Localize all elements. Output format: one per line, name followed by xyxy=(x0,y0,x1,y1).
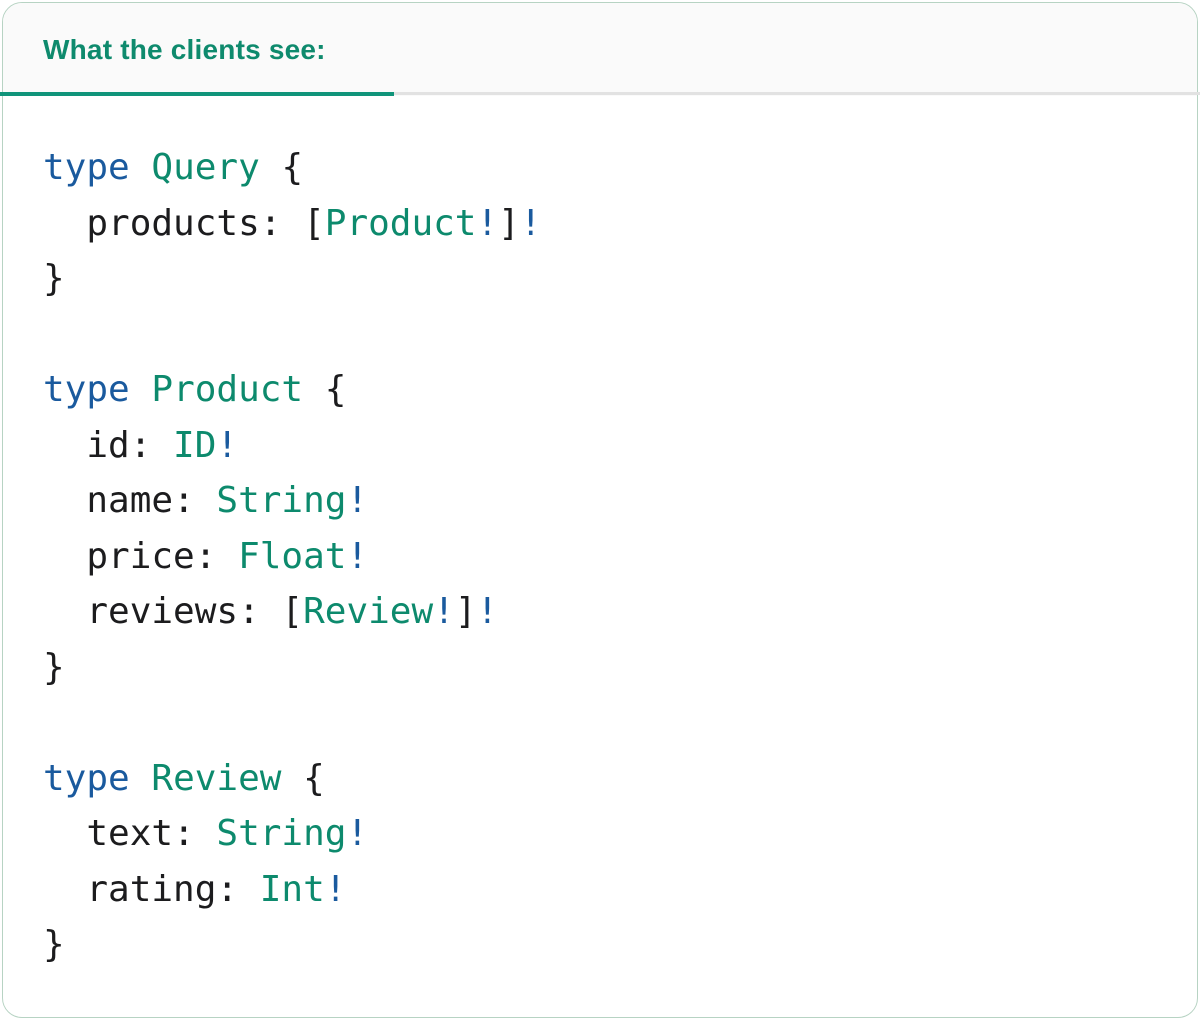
token-bang: ! xyxy=(346,480,369,521)
token-bang: ! xyxy=(216,424,239,466)
token-plain xyxy=(130,758,152,799)
token-plain xyxy=(130,147,152,188)
token-bang: ! xyxy=(324,868,347,910)
token-plain: { xyxy=(303,369,347,410)
token-bang: ! xyxy=(519,202,542,244)
code-line: price: Float! xyxy=(43,529,1194,585)
token-plain: text: xyxy=(43,813,217,854)
token-plain: ] xyxy=(454,591,477,632)
code-line: } xyxy=(43,640,1194,696)
token-plain: } xyxy=(43,924,65,965)
code-line: type Query { xyxy=(43,140,1194,196)
token-bang: ! xyxy=(433,591,455,632)
token-plain: { xyxy=(281,757,325,799)
code-block: type Query { products: [Product!]!}type … xyxy=(6,99,1194,1014)
token-bang: ! xyxy=(476,202,499,244)
token-bang: ! xyxy=(346,535,369,577)
tab-what-clients-see[interactable]: What the clients see: xyxy=(43,33,326,65)
token-typename: ID xyxy=(173,424,217,466)
token-bang: ! xyxy=(476,591,499,632)
token-plain: rating: xyxy=(43,868,260,910)
token-plain: reviews: [ xyxy=(43,591,304,632)
token-typename: Review xyxy=(303,591,434,632)
token-plain: { xyxy=(259,147,304,188)
token-typename: Float xyxy=(238,535,347,577)
token-typename: Int xyxy=(259,868,325,910)
active-tab-underline xyxy=(0,92,394,96)
code-line: name: String! xyxy=(43,473,1194,529)
code-line: type Product { xyxy=(43,362,1194,418)
code-blank-line xyxy=(43,695,1194,751)
token-plain: } xyxy=(43,258,65,299)
token-typename: Review xyxy=(151,757,282,799)
token-plain: } xyxy=(43,646,65,688)
code-blank-line xyxy=(43,307,1194,363)
token-plain xyxy=(130,369,152,410)
token-bang: ! xyxy=(346,813,369,854)
token-keyword: type xyxy=(43,757,130,799)
token-typename: Product xyxy=(324,202,477,244)
code-line: text: String! xyxy=(43,806,1194,862)
code-line: } xyxy=(43,251,1194,307)
code-line: } xyxy=(43,917,1194,973)
token-plain: name: xyxy=(43,480,217,521)
code-line: reviews: [Review!]! xyxy=(43,584,1194,640)
token-typename: String xyxy=(216,813,347,854)
token-typename: Product xyxy=(151,369,304,410)
token-typename: Query xyxy=(151,147,260,188)
token-typename: String xyxy=(216,480,347,521)
token-keyword: type xyxy=(43,147,130,188)
code-line: type Review { xyxy=(43,751,1194,807)
code-line: id: ID! xyxy=(43,418,1194,474)
token-plain: id: xyxy=(43,424,174,466)
token-plain: price: xyxy=(43,535,239,577)
tab-divider xyxy=(0,92,1200,95)
code-line: products: [Product!]! xyxy=(43,196,1194,252)
token-keyword: type xyxy=(43,369,130,410)
token-plain: products: [ xyxy=(43,202,325,244)
code-line: rating: Int! xyxy=(43,862,1194,918)
tab-bar: What the clients see: xyxy=(3,3,1197,96)
token-plain: ] xyxy=(498,202,520,244)
